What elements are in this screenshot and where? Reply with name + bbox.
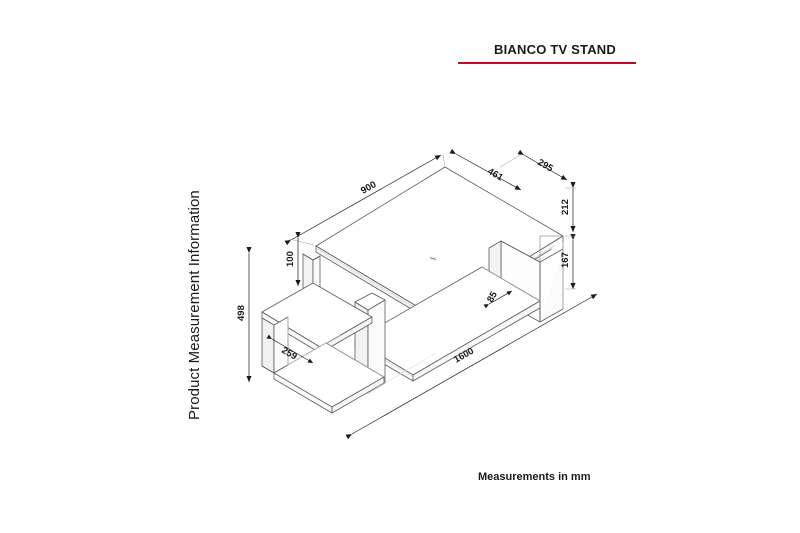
dimension-label-498: 498 bbox=[236, 305, 247, 321]
units-note: Measurements in mm bbox=[478, 471, 591, 483]
dimension-lines bbox=[246, 148, 598, 440]
dimension-label-461: 461 bbox=[486, 166, 506, 184]
dimension-label-900: 900 bbox=[359, 179, 378, 196]
dimension-line-461 bbox=[449, 148, 522, 191]
dimension-line-295 bbox=[517, 149, 568, 181]
dimension-line-259 bbox=[266, 334, 314, 364]
dimension-label-212: 212 bbox=[560, 199, 571, 215]
dimension-label-100: 100 bbox=[285, 251, 296, 267]
dimension-line-900 bbox=[284, 154, 442, 246]
dimension-line-1600 bbox=[345, 293, 598, 440]
furniture-body bbox=[261, 166, 564, 414]
dimension-label-167: 167 bbox=[560, 252, 571, 268]
dimension-label-295: 295 bbox=[536, 157, 556, 175]
page-title-block: BIANCO TV STAND bbox=[455, 42, 655, 64]
title-underline-rule bbox=[458, 61, 636, 64]
page-title: BIANCO TV STAND bbox=[494, 42, 616, 57]
